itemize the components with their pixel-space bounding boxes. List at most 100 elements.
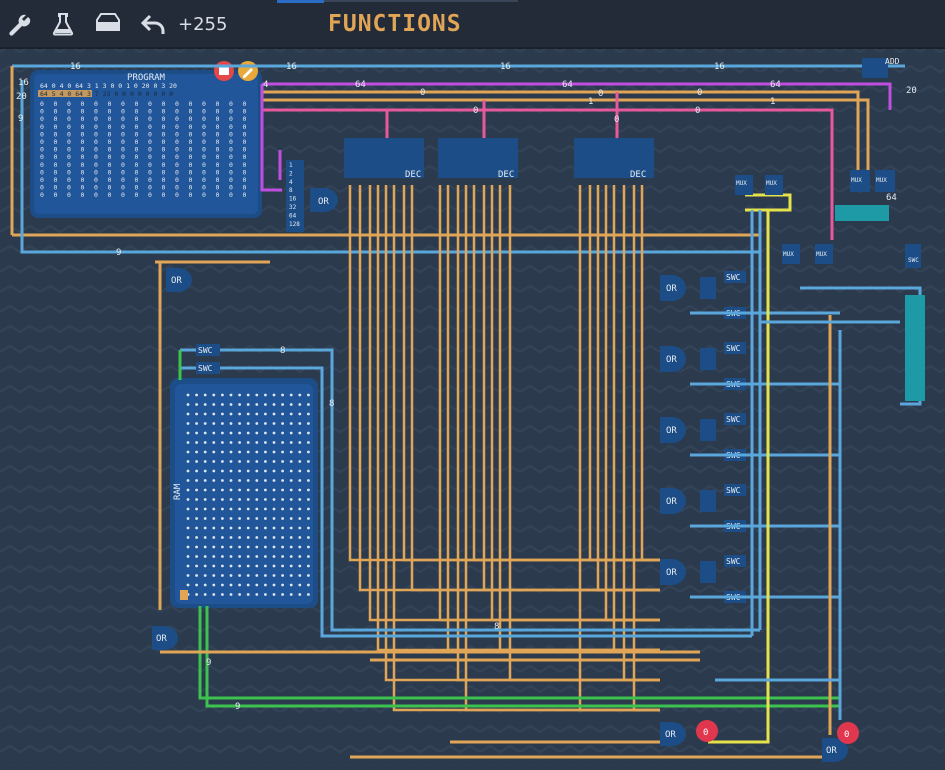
- svg-text:0: 0: [108, 161, 112, 169]
- svg-text:0: 0: [135, 100, 139, 108]
- flask-icon[interactable]: [49, 10, 77, 38]
- svg-text:16: 16: [714, 62, 725, 72]
- svg-text:OR: OR: [666, 284, 677, 294]
- svg-text:0: 0: [175, 153, 179, 161]
- svg-text:0: 0: [81, 176, 85, 184]
- svg-text:0: 0: [216, 153, 220, 161]
- svg-text:0: 0: [94, 115, 98, 123]
- svg-text:0: 0: [67, 100, 71, 108]
- svg-text:0: 0: [162, 176, 166, 184]
- svg-text:0: 0: [81, 146, 85, 154]
- svg-text:0: 0: [54, 138, 58, 146]
- svg-text:0: 0: [243, 100, 247, 108]
- svg-text:0: 0: [189, 146, 193, 154]
- swc-ram-1[interactable]: SWC: [196, 344, 220, 356]
- svg-text:0: 0: [108, 108, 112, 116]
- svg-text:9: 9: [235, 702, 240, 712]
- svg-text:0: 0: [67, 184, 71, 192]
- svg-text:OR: OR: [666, 355, 677, 365]
- svg-text:0: 0: [229, 115, 233, 123]
- output-pin-1[interactable]: 0: [696, 720, 718, 742]
- svg-text:16: 16: [286, 62, 297, 72]
- output-pin-2[interactable]: 0: [837, 722, 859, 744]
- drive-icon[interactable]: [94, 10, 122, 38]
- svg-text:0: 0: [189, 130, 193, 138]
- undo-icon[interactable]: [139, 10, 167, 38]
- svg-text:MUX: MUX: [876, 177, 887, 184]
- svg-text:0: 0: [67, 130, 71, 138]
- svg-text:128: 128: [289, 221, 300, 228]
- svg-text:DEC: DEC: [498, 170, 514, 180]
- svg-text:8: 8: [280, 346, 285, 356]
- or-gate-out-1[interactable]: OR: [660, 722, 686, 746]
- svg-text:0: 0: [229, 123, 233, 131]
- circuit-board[interactable]: PROGRAM 64 0 4 0 64 3 1 3 0 0 1 0 20 0 3…: [0, 49, 945, 766]
- svg-text:0: 0: [67, 138, 71, 146]
- svg-text:0: 0: [473, 106, 478, 116]
- svg-text:0: 0: [121, 100, 125, 108]
- svg-text:0: 0: [81, 138, 85, 146]
- svg-text:0: 0: [148, 115, 152, 123]
- svg-text:0: 0: [94, 176, 98, 184]
- wrench-icon[interactable]: [5, 10, 33, 38]
- svg-text:0: 0: [162, 138, 166, 146]
- svg-text:8: 8: [329, 399, 334, 409]
- svg-text:0: 0: [216, 146, 220, 154]
- or-gate-ram[interactable]: OR: [152, 626, 178, 650]
- program-rom[interactable]: PROGRAM 64 0 4 0 64 3 1 3 0 0 1 0 20 0 3…: [30, 61, 262, 218]
- svg-text:DEC: DEC: [405, 170, 421, 180]
- svg-text:0: 0: [216, 161, 220, 169]
- svg-text:0: 0: [162, 161, 166, 169]
- svg-text:9: 9: [206, 658, 211, 668]
- svg-text:0: 0: [202, 168, 206, 176]
- svg-text:0: 0: [121, 191, 125, 199]
- svg-text:0: 0: [108, 184, 112, 192]
- svg-text:0: 0: [67, 168, 71, 176]
- svg-text:0: 0: [614, 115, 619, 125]
- svg-text:0: 0: [40, 108, 44, 116]
- decoder-3[interactable]: DEC: [574, 138, 654, 180]
- svg-text:0: 0: [54, 146, 58, 154]
- svg-text:OR: OR: [171, 276, 182, 286]
- score-counter: +255: [178, 14, 228, 35]
- or-gate-top[interactable]: OR: [310, 188, 338, 212]
- decoder-1[interactable]: DEC: [344, 138, 424, 180]
- counter-display: [905, 295, 925, 401]
- or-gate-out-2[interactable]: OR: [822, 738, 848, 762]
- svg-text:0: 0: [229, 161, 233, 169]
- svg-text:0: 0: [189, 184, 193, 192]
- svg-text:32: 32: [289, 204, 297, 211]
- mux-cluster[interactable]: MUX MUX MUX MUX MUX MUX ADD SWC: [735, 57, 925, 401]
- svg-text:0: 0: [189, 161, 193, 169]
- svg-text:0: 0: [54, 123, 58, 131]
- svg-text:0: 0: [175, 138, 179, 146]
- svg-text:0: 0: [121, 161, 125, 169]
- decoder-2[interactable]: DEC: [438, 138, 518, 180]
- svg-text:16: 16: [70, 62, 81, 72]
- svg-text:0: 0: [67, 191, 71, 199]
- ram[interactable]: RAM: [170, 378, 318, 608]
- svg-text:0: 0: [135, 184, 139, 192]
- svg-text:ADD: ADD: [885, 57, 900, 66]
- svg-text:0: 0: [54, 184, 58, 192]
- svg-text:0: 0: [54, 108, 58, 116]
- or-gate-left[interactable]: OR: [166, 268, 192, 292]
- svg-text:4: 4: [263, 80, 268, 90]
- svg-text:1: 1: [588, 97, 593, 107]
- svg-text:0: 0: [229, 176, 233, 184]
- svg-text:0: 0: [175, 123, 179, 131]
- svg-text:0: 0: [148, 191, 152, 199]
- svg-text:0: 0: [135, 108, 139, 116]
- swc-ram-2[interactable]: SWC: [196, 362, 220, 374]
- svg-text:0: 0: [135, 138, 139, 146]
- svg-text:0: 0: [162, 100, 166, 108]
- svg-text:0: 0: [189, 115, 193, 123]
- svg-text:0: 0: [229, 100, 233, 108]
- svg-text:0: 0: [54, 115, 58, 123]
- svg-text:0: 0: [94, 168, 98, 176]
- svg-text:0: 0: [135, 176, 139, 184]
- svg-text:0: 0: [202, 161, 206, 169]
- svg-text:0: 0: [54, 191, 58, 199]
